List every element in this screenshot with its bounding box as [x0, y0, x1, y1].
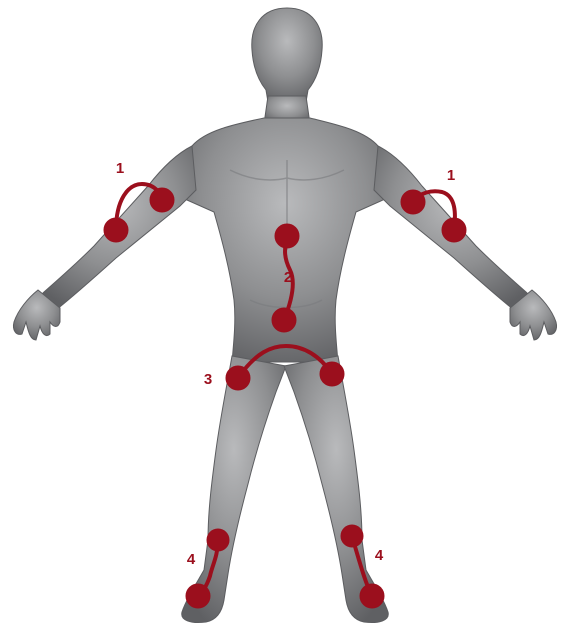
sensor-markers [104, 184, 466, 608]
marker-4-left-dot-b [186, 584, 210, 608]
marker-label-2: 2 [284, 269, 292, 286]
marker-2-dot-b [272, 308, 296, 332]
marker-1-left-dot-b [150, 188, 174, 212]
marker-label-1-right: 1 [447, 167, 455, 184]
left-leg [182, 356, 286, 623]
marker-label-1-left: 1 [116, 160, 124, 177]
marker-4-right-dot-b [360, 584, 384, 608]
marker-1-right-dot-b [442, 218, 466, 242]
marker-label-3: 3 [204, 371, 212, 388]
right-leg [284, 356, 388, 623]
head [252, 8, 322, 102]
marker-2-dot-a [275, 224, 299, 248]
marker-label-4-left: 4 [187, 551, 196, 568]
marker-1-left-dot-a [104, 218, 128, 242]
marker-3-dot-a [226, 366, 250, 390]
marker-4-left-dot-a [207, 529, 229, 551]
marker-4-right-dot-a [341, 525, 363, 547]
marker-1-right-dot-a [401, 190, 425, 214]
marker-label-4-right: 4 [375, 547, 384, 564]
marker-3-dot-b [320, 362, 344, 386]
